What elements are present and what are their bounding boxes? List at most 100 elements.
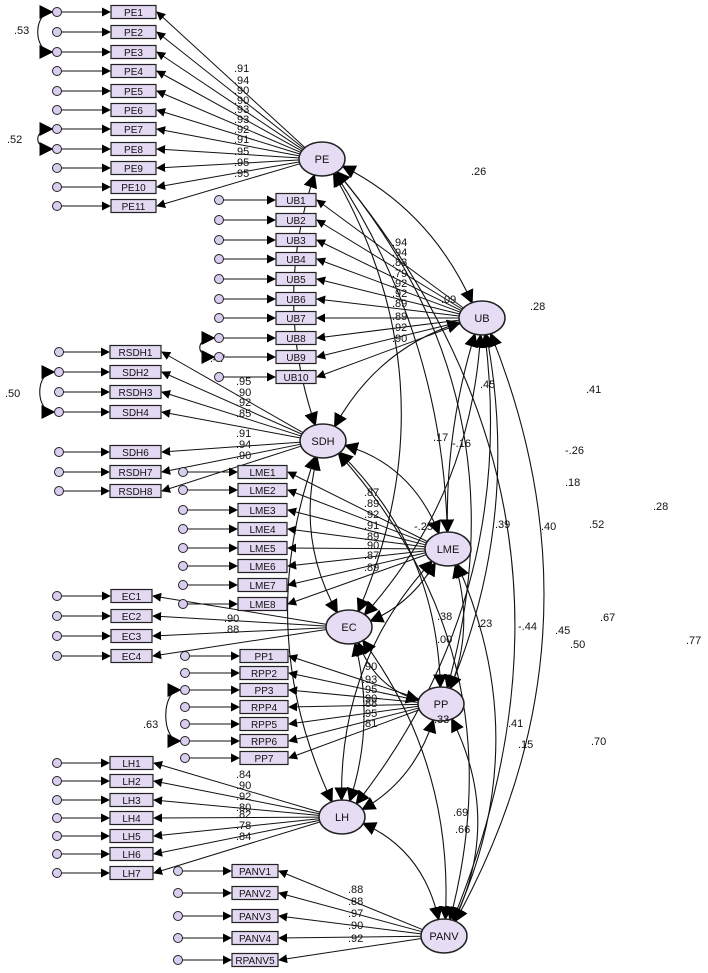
loading-path — [161, 409, 302, 439]
indicator-box — [237, 540, 288, 556]
loading-value: .92 — [236, 791, 251, 803]
latent-correlation-arc — [337, 452, 470, 921]
error-term — [178, 505, 188, 515]
loading-value: .93 — [362, 674, 377, 686]
loading-value: .88 — [348, 896, 363, 908]
loading-value: .89 — [392, 298, 407, 310]
indicator-box — [237, 596, 288, 612]
loading-paths — [152, 11, 465, 964]
error-term — [214, 195, 224, 205]
indicator-label: PANV4 — [239, 934, 271, 945]
correlation-value: .28 — [530, 301, 545, 313]
indicator-label: LH5 — [122, 832, 141, 843]
loading-value: .92 — [392, 322, 407, 334]
error-term — [52, 66, 62, 76]
error-covariance-arc — [37, 122, 54, 156]
indicator-box — [110, 4, 157, 20]
indicator-box — [110, 141, 157, 157]
latent-sdh-label: SDH — [311, 436, 334, 448]
loading-value: .85 — [236, 408, 251, 420]
error-term — [54, 486, 64, 496]
indicator-label: LH4 — [122, 814, 141, 825]
indicator-box — [237, 521, 288, 537]
latent-correlation-arc — [341, 165, 474, 304]
indicator-label: PP3 — [255, 686, 274, 697]
indicator-box — [110, 24, 157, 40]
indicator-label: PE8 — [124, 145, 143, 156]
indicator-label: EC3 — [122, 632, 142, 643]
indicator-label: RPP2 — [251, 669, 278, 680]
indicator-box — [109, 464, 162, 480]
indicator-label: LME3 — [249, 506, 276, 517]
indicator-label: SDH2 — [122, 368, 149, 379]
indicator-box — [239, 733, 289, 749]
latent-ec-ellipse — [325, 609, 373, 645]
loading-path — [153, 818, 321, 840]
loading-value: .97 — [348, 908, 363, 920]
loading-path — [156, 11, 307, 149]
latent-pe-label: PE — [315, 154, 330, 166]
error-term — [52, 163, 62, 173]
indicator-label: RPP4 — [251, 703, 278, 714]
loading-value: .93 — [234, 114, 249, 126]
error-term — [52, 631, 62, 641]
error-term — [178, 485, 188, 495]
indicator-box — [275, 291, 317, 307]
error-covariance-value: .50 — [5, 388, 20, 400]
error-term — [54, 407, 64, 417]
loading-path — [156, 159, 301, 173]
error-term — [214, 333, 224, 343]
indicator-label: UB8 — [286, 334, 306, 345]
error-term — [180, 685, 190, 695]
indicator-label: UB3 — [286, 236, 306, 247]
loading-path — [288, 702, 420, 712]
correlation-value: .66 — [455, 824, 470, 836]
error-term — [54, 367, 64, 377]
loading-path — [316, 319, 461, 342]
latent-sdh-ellipse — [299, 423, 347, 459]
loading-value: .95 — [362, 708, 377, 720]
indicator-label: LME8 — [249, 600, 276, 611]
error-term — [52, 591, 62, 601]
loading-path — [153, 796, 321, 817]
indicator-box — [110, 179, 157, 195]
indicator-label: SDH4 — [122, 408, 149, 419]
indicator-box — [275, 271, 317, 287]
indicator-label: UB1 — [286, 196, 306, 207]
loading-path — [287, 471, 429, 543]
latent-panv-ellipse — [420, 918, 468, 954]
loading-value: .94 — [392, 237, 407, 249]
latent-panv-label: PANV — [429, 931, 459, 943]
indicator-box — [237, 502, 288, 518]
loading-value: .95 — [234, 157, 249, 169]
latent-correlation-arc — [454, 332, 545, 923]
indicator-label: RPANV5 — [235, 956, 275, 967]
indicator-label: UB2 — [286, 216, 306, 227]
error-term — [214, 352, 224, 362]
error-term — [178, 580, 188, 590]
indicator-label: LH3 — [122, 796, 141, 807]
loading-value: .84 — [236, 769, 251, 781]
error-term — [52, 182, 62, 192]
error-term — [214, 215, 224, 225]
error-term — [178, 561, 188, 571]
indicator-box — [239, 716, 289, 732]
loading-path — [287, 552, 427, 588]
latent-correlation-arc — [361, 718, 437, 810]
observed-indicators: PE1PE2PE3PE4PE5PE6PE7PE8PE9PE10PE11UB1UB… — [109, 4, 317, 968]
loading-path — [161, 443, 302, 475]
indicator-label: RSDH1 — [119, 348, 153, 359]
loading-path — [278, 869, 424, 931]
error-term — [52, 7, 62, 17]
loading-path — [316, 257, 462, 314]
correlation-value: .52 — [589, 519, 604, 531]
loading-value: .90 — [236, 780, 251, 792]
loading-path — [316, 276, 461, 315]
indicator-label: PE5 — [124, 87, 143, 98]
correlation-value: -.26 — [565, 445, 584, 457]
indicator-box — [231, 908, 279, 924]
correlation-value: .28 — [653, 501, 668, 513]
error-term — [178, 599, 188, 609]
loading-path — [152, 628, 328, 660]
